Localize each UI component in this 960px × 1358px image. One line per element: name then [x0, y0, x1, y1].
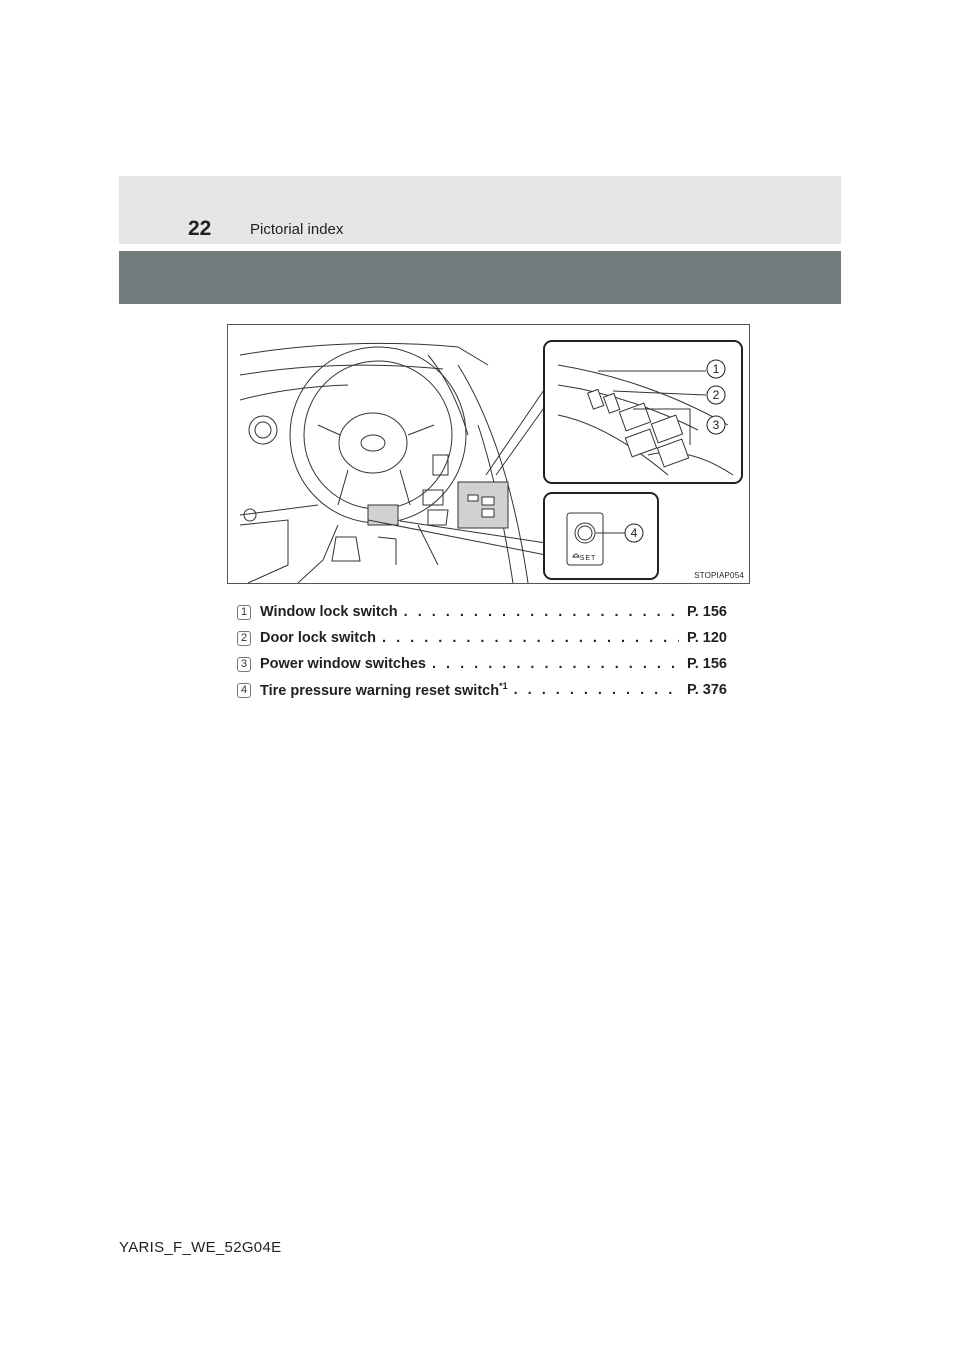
item-label: Power window switches [260, 656, 426, 672]
list-item: 2 Door lock switch . . . . . . . . . . .… [237, 625, 727, 651]
page-number: 22 [188, 217, 212, 240]
set-label: SET [580, 555, 597, 562]
leader-dots: . . . . . . . . . . . . . . . . . . . . … [382, 630, 679, 646]
dashboard-illustration: 1 2 3 SET 4 STOPIAP054 [227, 324, 750, 584]
list-item: 1 Window lock switch . . . . . . . . . .… [237, 599, 727, 625]
header-band [119, 251, 841, 304]
leader-dots: . . . . . . . . . . . . . . . . . . . . … [431, 656, 679, 672]
item-label: Door lock switch [260, 630, 377, 646]
item-label: Tire pressure warning reset switch*1 [260, 681, 508, 699]
item-number: 3 [237, 656, 251, 672]
header-bar [119, 176, 841, 244]
footnote-mark: *1 [499, 681, 508, 692]
figure-code: STOPIAP054 [694, 571, 744, 580]
callout-3: 3 [713, 418, 720, 432]
dashboard-drawing: 1 2 3 SET 4 [239, 340, 743, 583]
callout-4: 4 [631, 526, 638, 540]
leader-dots: . . . . . . . . . . . . . . . . . . . . … [513, 682, 679, 698]
page-reference[interactable]: P. 376 [686, 682, 727, 698]
item-label-text: Tire pressure warning reset switch [260, 682, 500, 699]
callout-1: 1 [713, 362, 720, 376]
list-item: 4 Tire pressure warning reset switch*1 .… [237, 677, 727, 703]
switch-list: 1 Window lock switch . . . . . . . . . .… [237, 599, 727, 703]
item-number: 4 [237, 682, 251, 698]
page-reference[interactable]: P. 120 [686, 630, 727, 646]
page-reference[interactable]: P. 156 [686, 656, 727, 672]
leader-dots: . . . . . . . . . . . . . . . . . . . . … [403, 604, 679, 620]
page-reference[interactable]: P. 156 [686, 604, 727, 620]
document-code: YARIS_F_WE_52G04E [119, 1239, 282, 1256]
item-number: 2 [237, 630, 251, 646]
section-title: Pictorial index [250, 221, 344, 238]
list-item: 3 Power window switches . . . . . . . . … [237, 651, 727, 677]
item-number: 1 [237, 604, 251, 620]
item-label: Window lock switch [260, 604, 398, 620]
callout-2: 2 [713, 388, 720, 402]
